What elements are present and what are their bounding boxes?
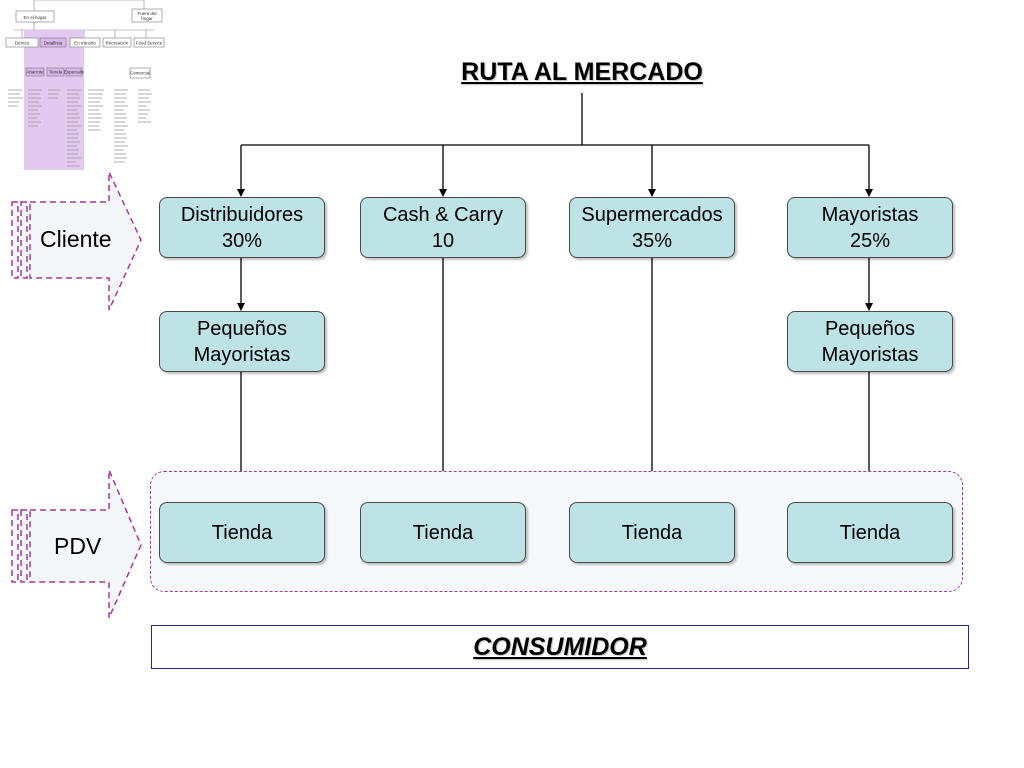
store-label: Tienda	[412, 521, 474, 544]
intermediary-line: Pequeños	[824, 317, 916, 340]
svg-text:Comercial: Comercial	[130, 71, 150, 76]
pos-label: PDV	[54, 533, 102, 559]
store-box-3: Tienda	[569, 502, 735, 563]
intermediary-line: Mayoristas	[193, 343, 291, 366]
intermediary-line: Mayoristas	[821, 343, 919, 366]
diagram-title: RUTA AL MERCADO	[461, 58, 703, 86]
svg-text:En tránsito: En tránsito	[74, 41, 96, 46]
svg-text:Directo: Directo	[15, 41, 30, 46]
svg-text:Food Service: Food Service	[136, 41, 163, 46]
client-box-supermercados: Supermercados 35%	[569, 197, 735, 258]
pos-block-arrow	[11, 469, 142, 619]
store-label: Tienda	[839, 521, 901, 544]
store-box-1: Tienda	[159, 502, 325, 563]
intermediary-line: Pequeños	[196, 317, 288, 340]
thumb-text: En el hogar	[23, 15, 47, 20]
client-box-distribuidores: Distribuidores 30%	[159, 197, 325, 258]
store-label: Tienda	[621, 521, 683, 544]
client-share: 25%	[849, 229, 891, 252]
client-share: 35%	[631, 229, 673, 252]
svg-text:Tienda: Tienda	[49, 70, 63, 75]
client-name: Cash & Carry	[382, 203, 504, 226]
svg-text:Especialis: Especialis	[64, 70, 85, 75]
client-name: Supermercados	[581, 203, 723, 226]
svg-text:hogar: hogar	[141, 16, 153, 21]
store-box-2: Tienda	[360, 502, 526, 563]
svg-text:Fuera del: Fuera del	[137, 11, 156, 16]
consumer-label: CONSUMIDOR	[473, 632, 647, 661]
svg-text:Detallista: Detallista	[44, 41, 63, 46]
consumer-box: CONSUMIDOR	[151, 625, 969, 669]
store-box-4: Tienda	[787, 502, 953, 563]
client-label: Cliente	[40, 226, 112, 252]
client-name: Mayoristas	[821, 203, 919, 226]
client-name: Distribuidores	[180, 203, 304, 226]
client-box-cash-carry: Cash & Carry 10	[360, 197, 526, 258]
store-label: Tienda	[211, 521, 273, 544]
client-block-arrow	[11, 171, 142, 311]
svg-text:Abarrote: Abarrote	[26, 70, 44, 75]
intermediary-box-left: Pequeños Mayoristas	[159, 311, 325, 372]
intermediary-box-right: Pequeños Mayoristas	[787, 311, 953, 372]
client-share: 10	[431, 229, 455, 252]
org-chart-thumbnail: En el hogar Fuera del hogar Directo Deta…	[5, 0, 165, 170]
client-share: 30%	[221, 229, 263, 252]
client-box-mayoristas: Mayoristas 25%	[787, 197, 953, 258]
svg-text:Recreación: Recreación	[106, 41, 129, 46]
